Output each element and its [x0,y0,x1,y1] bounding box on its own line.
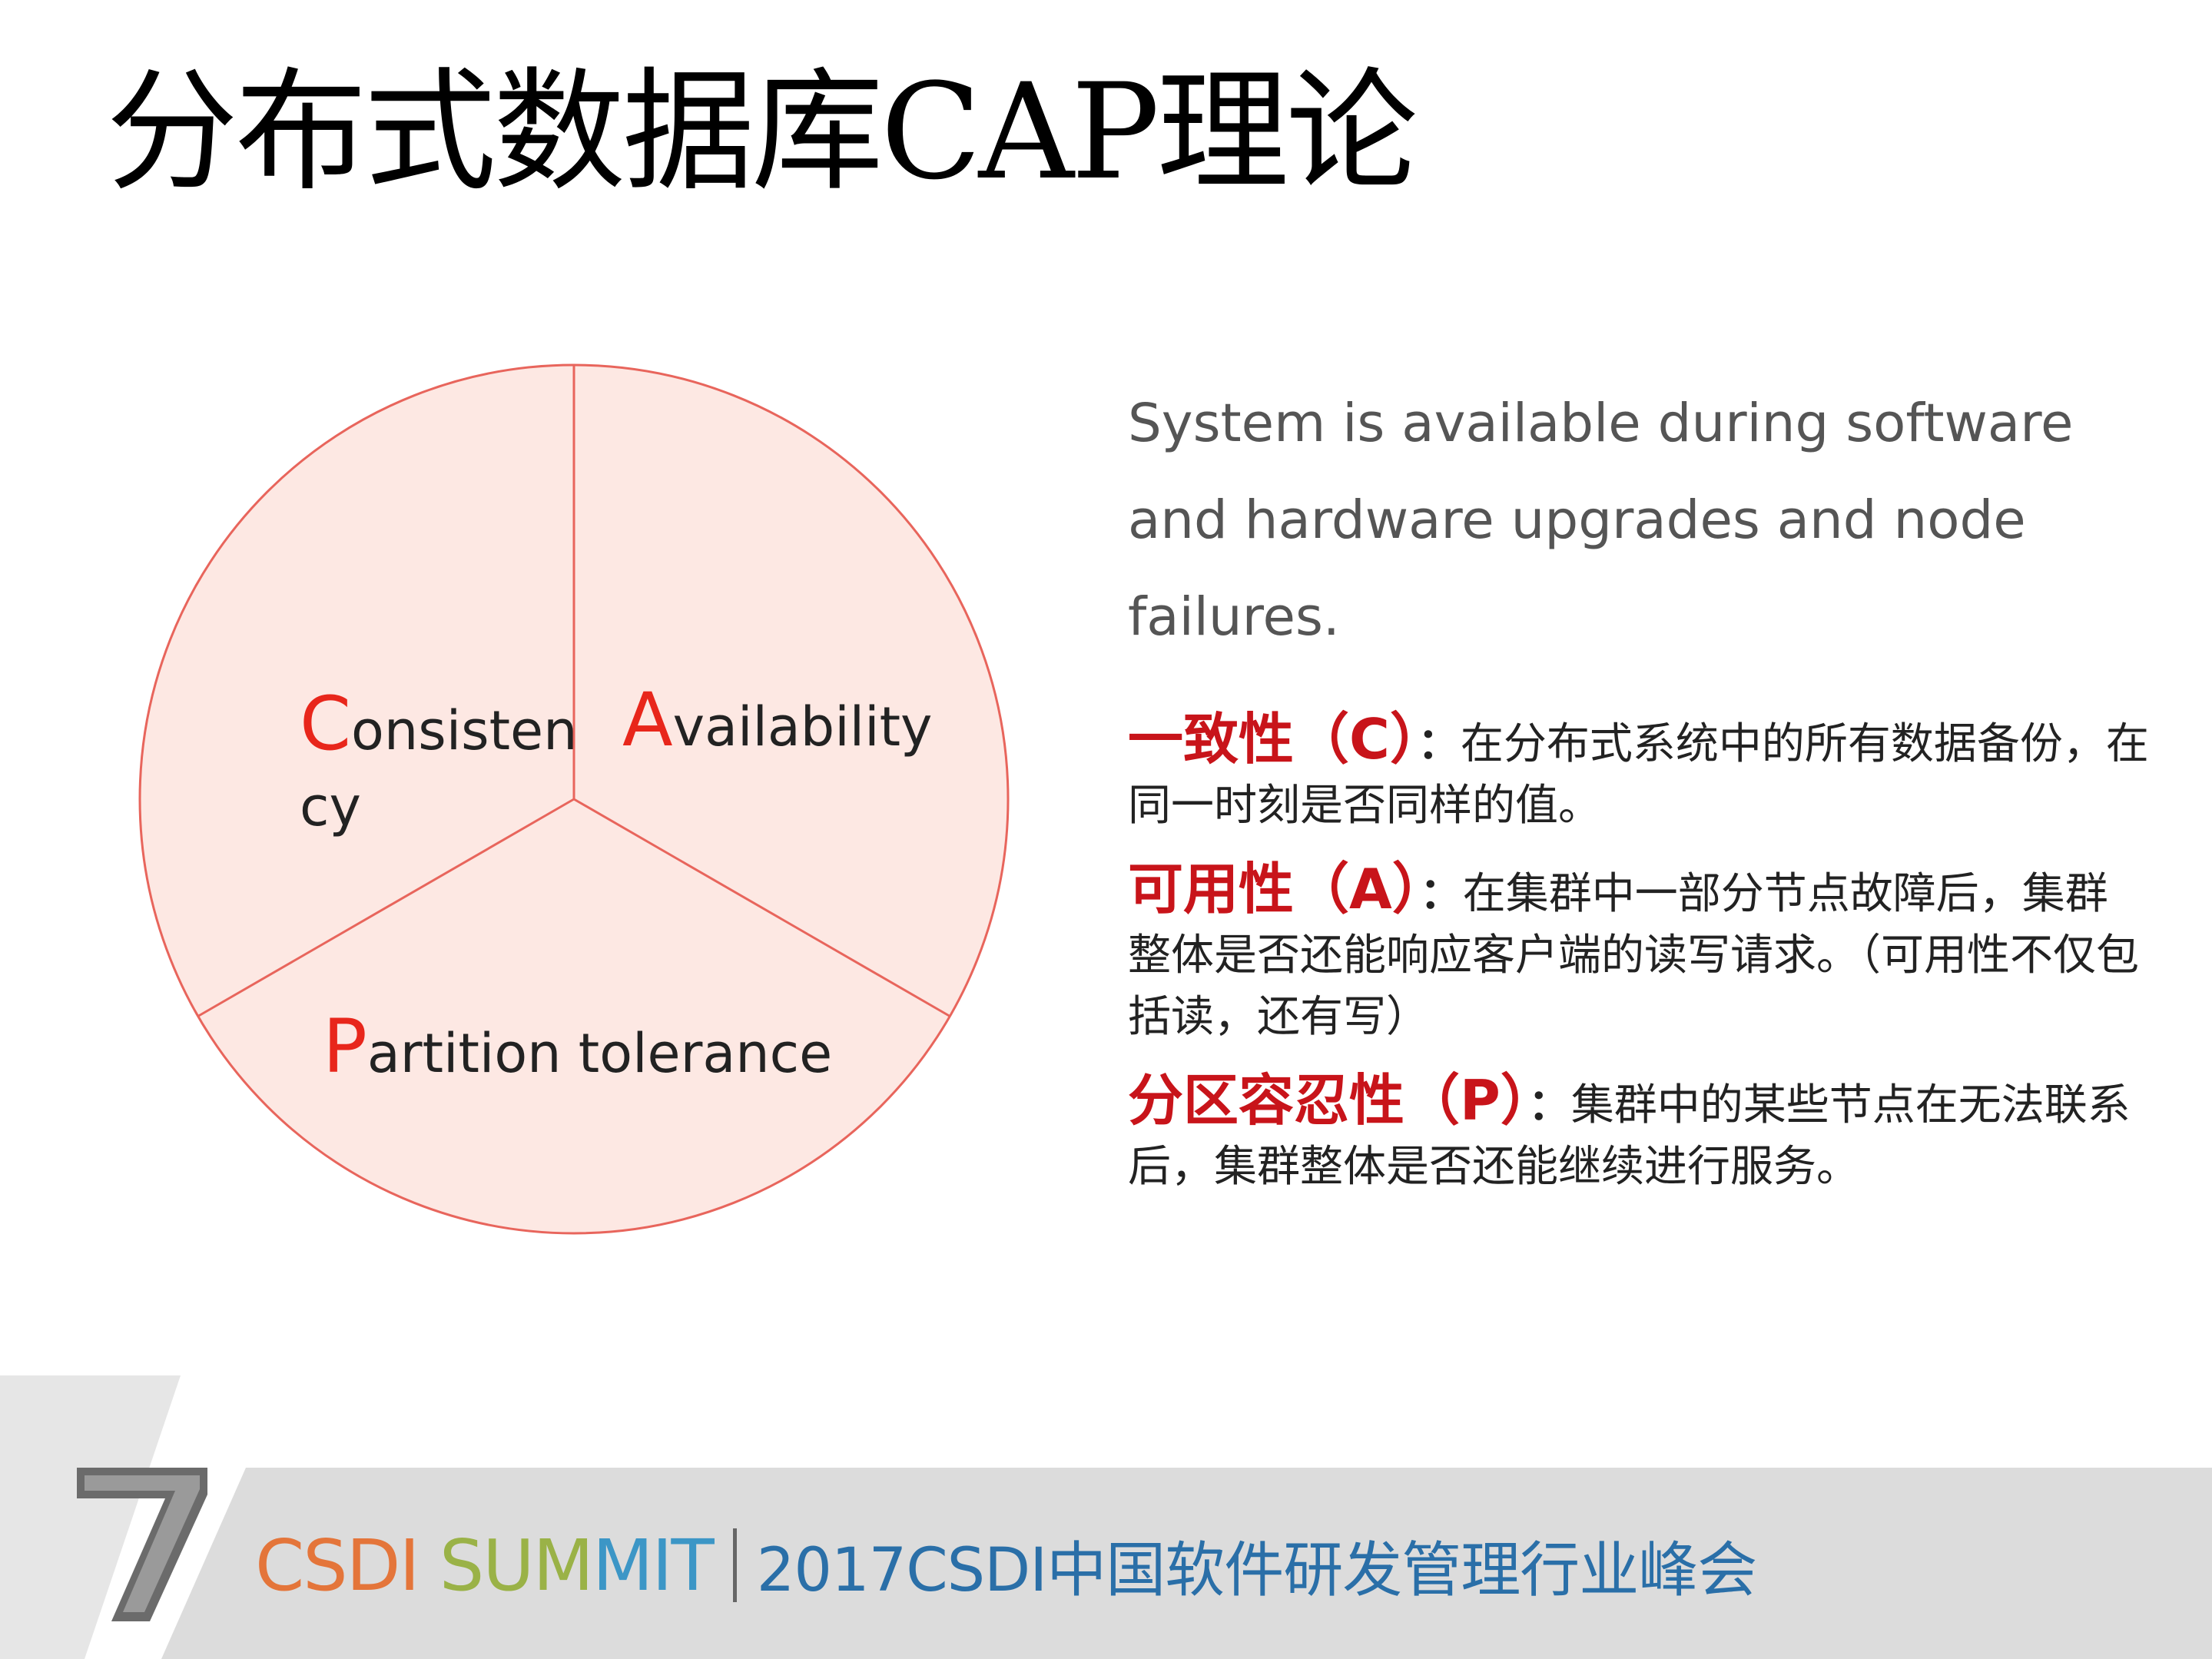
definition-partition-tolerance: 分区容忍性（P）：集群中的某些节点在无法联系后，集群整体是否还能继续进行服务。 [1128,1070,2150,1198]
brand-part-3: MIT [592,1524,715,1607]
definition-colon: ： [1419,869,1463,919]
segment-rest-p: artition tolerance [366,1022,833,1085]
cap-definitions: 一致性（C）：在分布式系统中的所有数据备份，在同一时刻是否同样的值。 可用性（A… [1128,708,2150,1219]
segment-label-partition: Partition tolerance [323,1003,832,1091]
footer-branding: CSDI SUMMIT 2017CSDI中国软件研发管理行业峰会 [255,1523,1758,1608]
segment-rest-c: onsistency [300,699,578,838]
segment-rest-a: vailability [672,695,933,758]
divider-a-p [573,798,951,1017]
logo-mark-text: 7 [0,1368,1,1369]
segment-label-availability: Availability [622,676,932,765]
segment-initial-c: C [300,681,352,767]
segment-label-consistency: Consistency [300,676,592,842]
definition-term: 可用性（A） [1128,857,1420,921]
definition-term: 分区容忍性（P） [1128,1068,1528,1133]
brand-part-1: CSDI [255,1524,439,1607]
logo-mark-icon [77,1468,207,1621]
brand-name: CSDI SUMMIT [255,1524,715,1607]
segment-initial-a: A [622,677,673,763]
event-name: 2017CSDI中国软件研发管理行业峰会 [756,1536,1758,1605]
definition-term: 一致性（C） [1128,707,1418,771]
definition-availability: 可用性（A）：在集群中一部分节点故障后，集群整体是否还能响应客户端的读写请求。（… [1128,858,2150,1048]
footer-separator [732,1528,737,1602]
page-title: 分布式数据库CAP理论 [106,55,1418,209]
divider-p-c [197,798,575,1017]
availability-description: System is available during software and … [1128,393,2074,648]
brand-part-2: SUM [439,1524,594,1607]
cap-pie-diagram [138,363,1010,1235]
definition-colon: ： [1417,719,1461,769]
definition-text: 在集群中一部分节点故障后，集群整体是否还能响应客户端的读写请求。（可用性不仅包括… [1128,869,2139,1042]
definition-consistency: 一致性（C）：在分布式系统中的所有数据备份，在同一时刻是否同样的值。 [1128,708,2150,837]
segment-initial-p: P [323,1004,367,1090]
definition-text: 在分布式系统中的所有数据备份，在同一时刻是否同样的值。 [1128,719,2149,831]
footer-band: 7 [0,1368,2212,1659]
definition-text: 集群中的某些节点在无法联系后，集群整体是否还能继续进行服务。 [1128,1080,2131,1192]
definition-colon: ： [1527,1080,1571,1130]
